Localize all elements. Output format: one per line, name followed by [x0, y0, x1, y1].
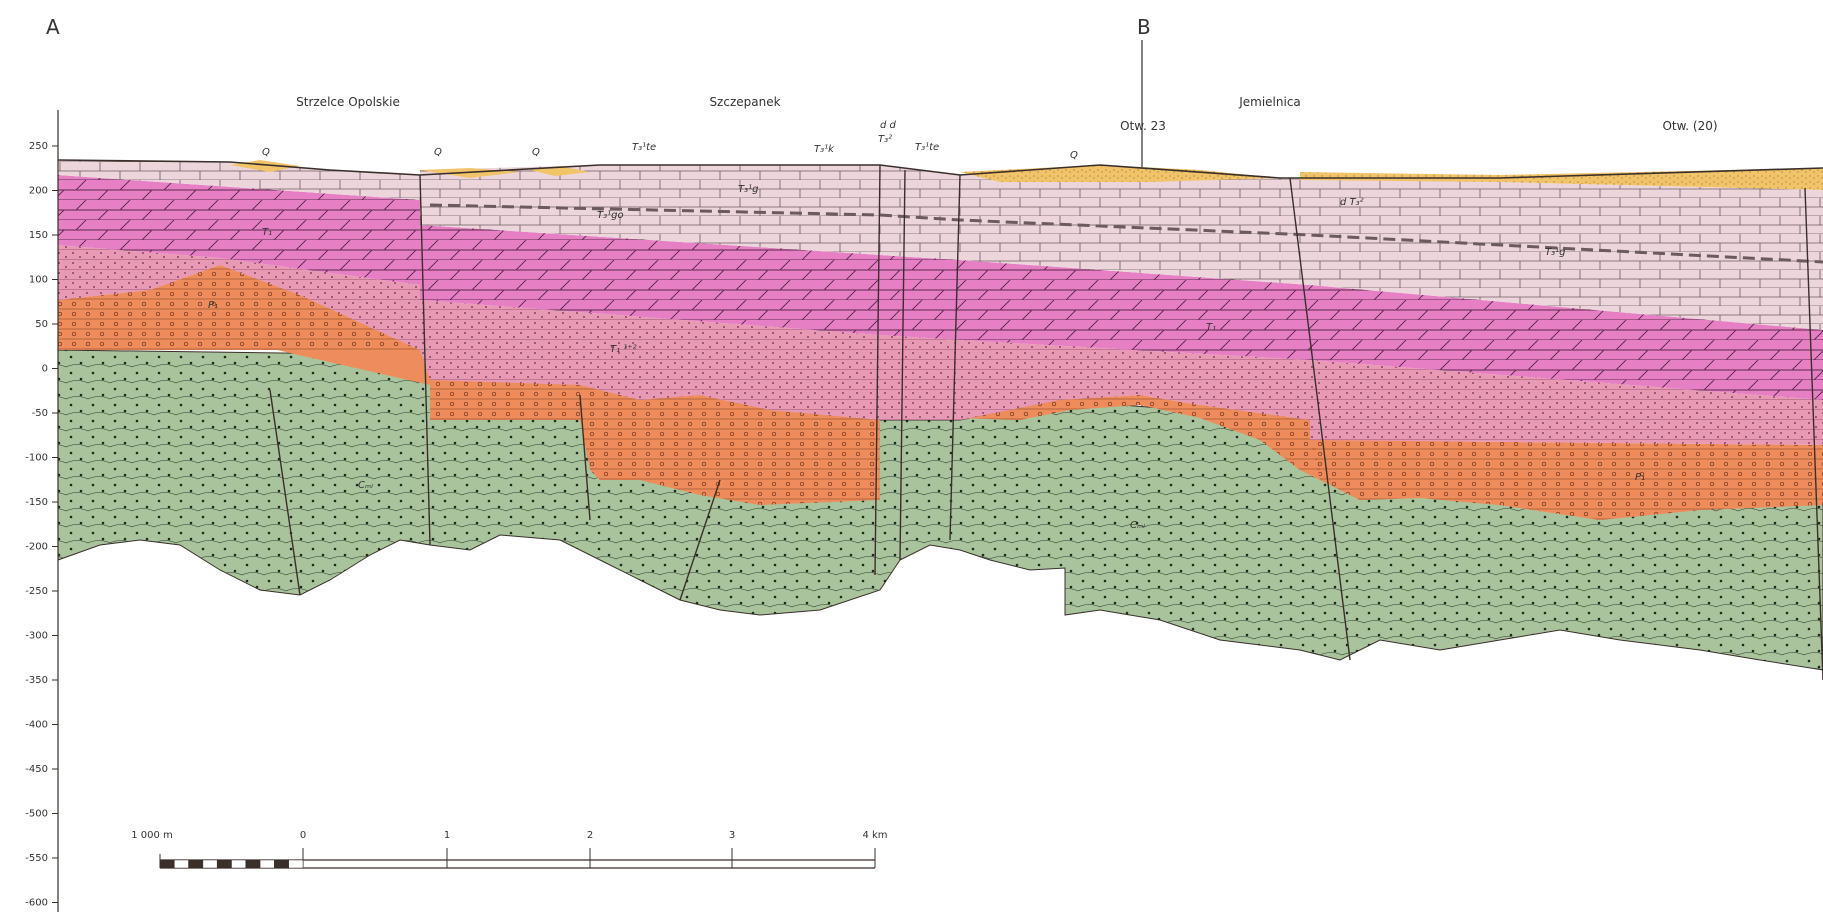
axis-tick-label: 0 — [42, 364, 48, 375]
axis-tick-label: 200 — [29, 186, 48, 197]
unit-q-4: Q — [1070, 150, 1078, 161]
unit-t12: T₁ ¹⁺² — [610, 344, 637, 355]
scale-label-0: 0 — [300, 830, 306, 841]
axis-tick-label: -250 — [25, 586, 48, 597]
scale-label-3: 3 — [729, 830, 735, 841]
section-letter-a: A — [46, 15, 60, 39]
scale-label-1000m: 1 000 m — [131, 830, 173, 841]
scale-label-2: 2 — [587, 830, 593, 841]
place-otw-20: Otw. (20) — [1662, 119, 1717, 133]
unit-t3te-b: T₃¹te — [915, 142, 939, 153]
scale-label-4km: 4 km — [862, 830, 887, 841]
axis-tick-label: -100 — [25, 453, 48, 464]
scale-segment — [246, 860, 260, 868]
scale-segment — [274, 860, 288, 868]
axis-tick-label: -500 — [25, 809, 48, 820]
unit-d-marks: d d — [880, 120, 897, 131]
axis-tick-label: -350 — [25, 675, 48, 686]
scale-segment — [289, 860, 303, 868]
axis-tick-label: 100 — [29, 275, 48, 286]
unit-t3te-a: T₃¹te — [632, 142, 656, 153]
place-otw-23: Otw. 23 — [1120, 119, 1166, 133]
unit-q-1: Q — [262, 147, 270, 158]
scale-segment — [203, 860, 217, 868]
unit-d3: d T₃² — [1340, 197, 1364, 208]
axis-tick-label: -450 — [25, 764, 48, 775]
unit-p1-a: P₁ — [208, 300, 218, 311]
unit-t1-a: T₁ — [262, 227, 272, 238]
scale-segment — [160, 860, 174, 868]
section-letter-b: B — [1137, 15, 1151, 39]
scale-segment — [260, 860, 274, 868]
unit-q-2: Q — [434, 147, 442, 158]
elevation-axis: 250 200 150 100 50 0 -50 -100 -150 -200 -250 -300 -3… — [25, 110, 58, 912]
scale-label-1: 1 — [444, 830, 450, 841]
unit-cml-a: Cₘₗ — [358, 480, 373, 491]
axis-tick-label: -200 — [25, 542, 48, 553]
unit-p1-b: P₁ — [1635, 472, 1645, 483]
place-jemielnica: Jemielnica — [1238, 95, 1301, 109]
axis-tick-label: 50 — [35, 319, 48, 330]
place-szczepanek: Szczepanek — [709, 95, 780, 109]
axis-tick-label: -600 — [25, 898, 48, 909]
unit-t1-b: T₁ — [1206, 322, 1216, 333]
axis-tick-label: 150 — [29, 230, 48, 241]
unit-t3k: T₃¹k — [814, 144, 835, 155]
unit-t3go: T₃¹go — [597, 210, 624, 221]
scale-bar: 1 000 m 0 1 2 3 4 km — [131, 830, 887, 868]
scale-segment — [174, 860, 188, 868]
unit-t3g-a: T₃¹g — [738, 184, 758, 195]
axis-tick-label: -400 — [25, 720, 48, 731]
axis-tick-label: -550 — [25, 853, 48, 864]
axis-tick-label: -300 — [25, 631, 48, 642]
axis-tick-label: -50 — [32, 408, 48, 419]
axis-tick-label: 250 — [29, 141, 48, 152]
geologic-layers — [58, 160, 1823, 670]
axis-tick-label: -150 — [25, 497, 48, 508]
unit-t3g-b: T₃¹g — [1545, 247, 1565, 258]
unit-cml-b: Cₘₗ — [1130, 520, 1145, 531]
scale-segment — [232, 860, 246, 868]
unit-t3a2: T₃² — [878, 134, 892, 145]
place-strzelce-opolskie: Strzelce Opolskie — [296, 95, 400, 109]
scale-segment — [217, 860, 231, 868]
unit-q-3: Q — [532, 147, 540, 158]
scale-segment — [189, 860, 203, 868]
